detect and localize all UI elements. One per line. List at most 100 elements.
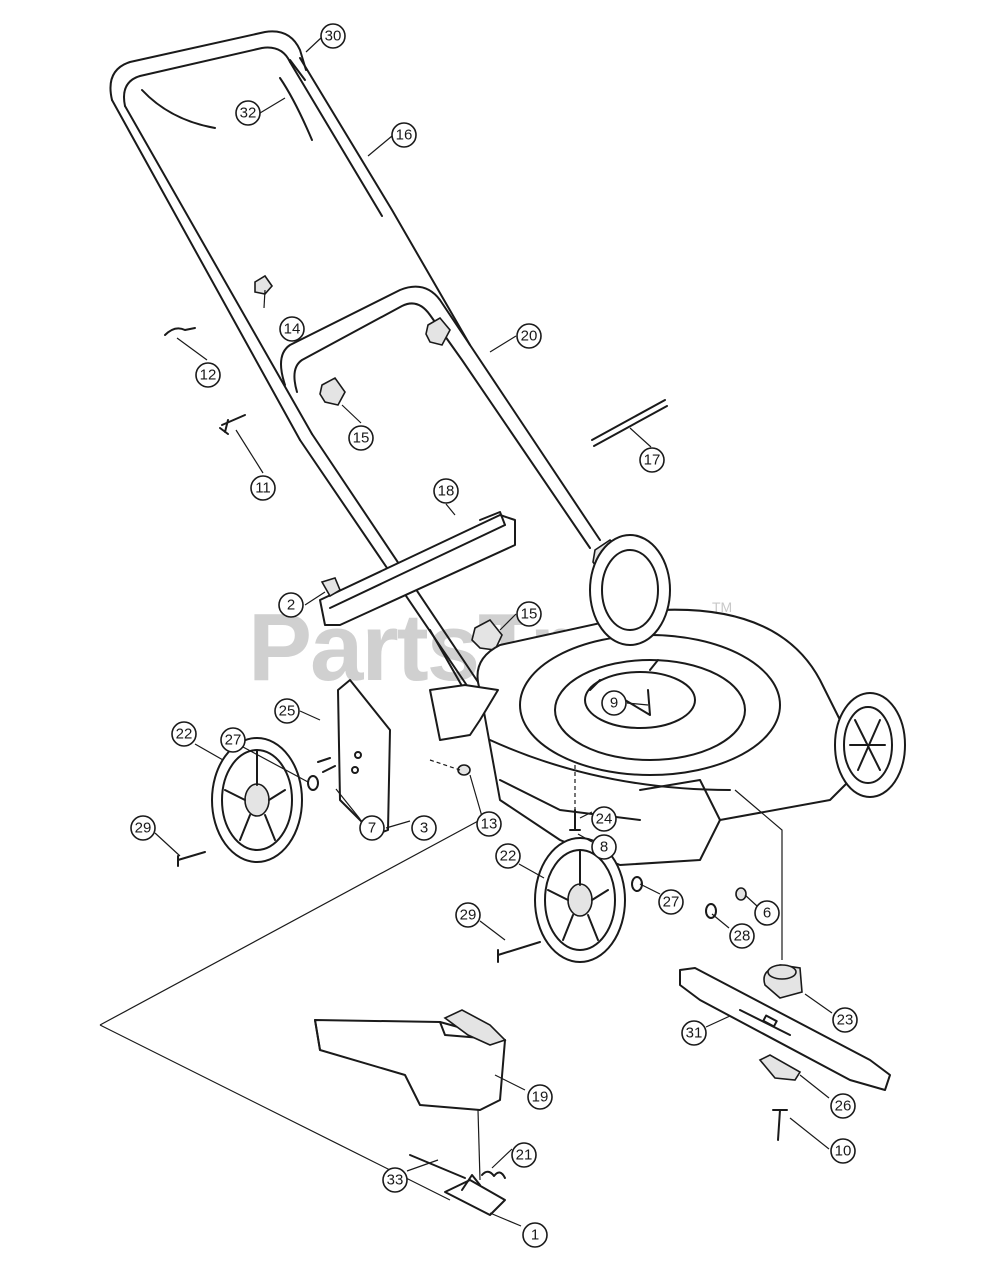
callout-number: 6 [763, 905, 771, 922]
callout-24[interactable]: 24 [591, 806, 617, 832]
washer-small [705, 903, 717, 919]
callout-number: 2 [287, 597, 295, 614]
callout-25[interactable]: 25 [274, 698, 300, 724]
callout-31[interactable]: 31 [681, 1020, 707, 1046]
callout-number: 17 [644, 452, 661, 469]
callout-number: 28 [734, 928, 751, 945]
callout-29-right[interactable]: 29 [455, 902, 481, 928]
callout-number: 24 [596, 811, 613, 828]
washer-right [631, 876, 643, 892]
washer-left [307, 775, 319, 791]
callout-23[interactable]: 23 [832, 1007, 858, 1033]
hinge-bracket [444, 1170, 506, 1216]
callout-number: 33 [387, 1172, 404, 1189]
callout-26[interactable]: 26 [830, 1093, 856, 1119]
hex-nut [735, 887, 747, 901]
watermark-tm: TM [712, 599, 732, 615]
blade-stiffener [758, 1054, 802, 1081]
callout-number: 8 [600, 839, 608, 856]
callout-number: 31 [686, 1025, 703, 1042]
callout-number: 27 [225, 732, 242, 749]
callout-15-lower[interactable]: 15 [516, 601, 542, 627]
callout-6[interactable]: 6 [754, 900, 780, 926]
hairpin-clip [164, 327, 196, 336]
bracket-clip [320, 577, 342, 598]
wing-nut [254, 274, 274, 295]
callout-number: 15 [521, 606, 538, 623]
wheel-front-right [834, 692, 906, 798]
assembly-guide-line-spindle [734, 789, 783, 960]
callout-number: 23 [837, 1012, 854, 1029]
callout-number: 11 [255, 480, 271, 497]
rear-bracket [337, 679, 499, 836]
mower-deck [476, 608, 861, 866]
callout-27-left[interactable]: 27 [220, 727, 246, 753]
control-cable [279, 77, 313, 141]
callout-number: 20 [521, 328, 538, 345]
callout-18[interactable]: 18 [433, 478, 459, 504]
callout-12[interactable]: 12 [195, 362, 221, 388]
callout-28[interactable]: 28 [729, 923, 755, 949]
callout-number: 30 [325, 28, 342, 45]
callout-27-right[interactable]: 27 [658, 889, 684, 915]
deck-bolt [569, 809, 581, 831]
callout-number: 25 [279, 703, 296, 720]
hinge-rod [409, 1154, 466, 1179]
callout-33[interactable]: 33 [382, 1167, 408, 1193]
callout-number: 15 [353, 430, 370, 447]
bag-bracket [319, 511, 516, 626]
callout-number: 19 [532, 1089, 549, 1106]
callout-1[interactable]: 1 [522, 1222, 548, 1248]
callout-number: 9 [610, 695, 618, 712]
callout-number: 32 [240, 105, 257, 122]
callout-20[interactable]: 20 [516, 323, 542, 349]
callout-29-left[interactable]: 29 [130, 815, 156, 841]
callout-32[interactable]: 32 [235, 100, 261, 126]
callout-15-upper[interactable]: 15 [348, 425, 374, 451]
callout-10[interactable]: 10 [830, 1138, 856, 1164]
lock-nut [457, 764, 471, 776]
callout-number: 12 [200, 367, 217, 384]
callout-8[interactable]: 8 [591, 834, 617, 860]
callout-22-left[interactable]: 22 [171, 721, 197, 747]
callout-14[interactable]: 14 [279, 316, 305, 342]
callout-22-right[interactable]: 22 [495, 843, 521, 869]
callout-17[interactable]: 17 [639, 447, 665, 473]
callout-number: 29 [135, 820, 152, 837]
callout-number: 14 [284, 321, 301, 338]
axle-bolt-right [497, 941, 541, 963]
callout-number: 1 [531, 1227, 539, 1244]
callout-number: 10 [835, 1143, 852, 1160]
callout-number: 29 [460, 907, 477, 924]
callout-2[interactable]: 2 [278, 592, 304, 618]
rod [591, 399, 666, 441]
wheel-rear-right [589, 534, 671, 646]
callout-number: 18 [438, 483, 455, 500]
callout-number: 22 [176, 726, 193, 743]
axle-bolt-left [177, 851, 206, 867]
rear-deflector [314, 1009, 507, 1111]
mower-blade [679, 967, 891, 1091]
callout-9[interactable]: 9 [601, 690, 627, 716]
upper-handle [109, 30, 471, 441]
carriage-bolt [219, 414, 246, 435]
shoulder-bolts [317, 757, 336, 773]
callout-3[interactable]: 3 [411, 815, 437, 841]
callout-16[interactable]: 16 [391, 122, 417, 148]
callout-19[interactable]: 19 [527, 1084, 553, 1110]
callout-number: 16 [396, 127, 413, 144]
assembly-guide-line-top [99, 819, 481, 1026]
callout-30[interactable]: 30 [320, 23, 346, 49]
callout-7[interactable]: 7 [359, 815, 385, 841]
callout-number: 13 [481, 816, 498, 833]
callout-13[interactable]: 13 [476, 811, 502, 837]
callout-21[interactable]: 21 [511, 1142, 537, 1168]
callout-leaders [154, 36, 833, 1227]
callout-number: 3 [420, 820, 428, 837]
callout-number: 21 [516, 1147, 533, 1164]
callout-11[interactable]: 11 [250, 475, 276, 501]
callout-number: 26 [835, 1098, 852, 1115]
blade-bolt [772, 1109, 788, 1141]
